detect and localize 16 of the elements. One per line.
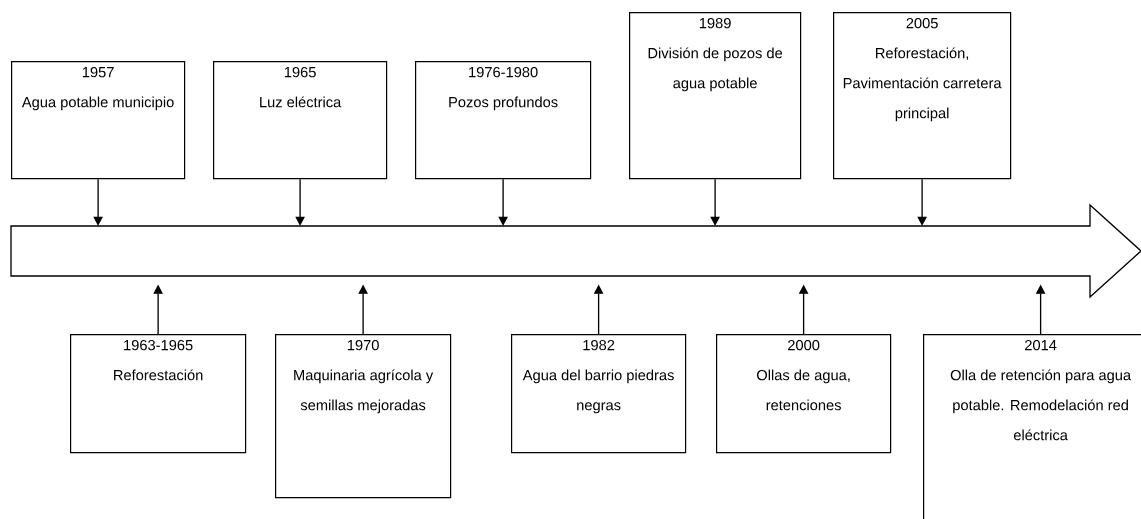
event-box: 1965 Luz eléctrica <box>213 61 388 180</box>
event-box: 1976-1980 Pozos profundos <box>415 61 592 180</box>
event-box: 2005 Reforestación, Pavimentación carretera principal <box>833 12 1012 180</box>
arrow <box>710 178 720 226</box>
event-box: 2000 Ollas de agua, retenciones <box>716 334 892 454</box>
event-box: 1957 Agua potable municipio <box>11 61 186 180</box>
event-box: 2014 Olla de retención para agua potable. Remodelación red eléctrica <box>923 334 1141 519</box>
event-box: 1982 Agua del barrio piedras negras <box>511 334 687 454</box>
arrow <box>295 178 305 226</box>
arrow <box>917 178 927 226</box>
event-box: 1989 División de pozos de agua potable <box>629 12 802 180</box>
event-box: 1963-1965 Reforestación <box>70 334 247 454</box>
arrow <box>93 178 103 226</box>
arrow <box>498 178 508 226</box>
timeline-arrow <box>10 203 1141 299</box>
event-box: 1970 Maquinaria agrícola y semillas mejoradas <box>275 334 452 499</box>
